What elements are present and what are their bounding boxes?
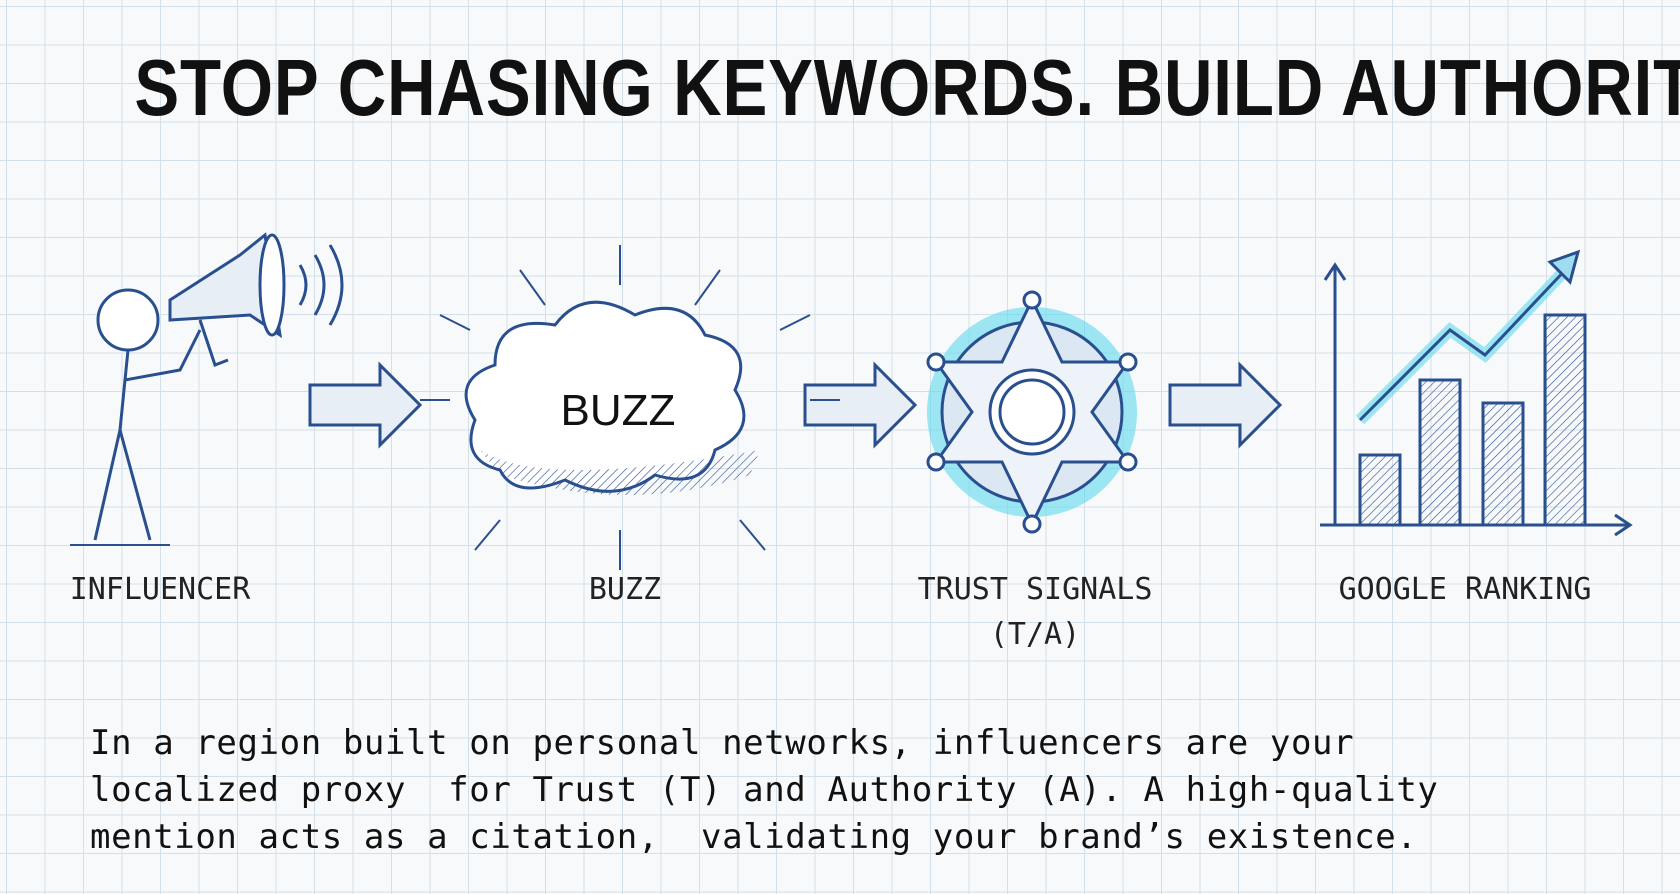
cloud-text: BUZZ: [561, 386, 676, 435]
bar-chart-icon: [1320, 249, 1633, 537]
description-paragraph: In a region built on personal networks, …: [90, 720, 1438, 861]
step-label-influencer: INFLUENCER: [69, 572, 251, 607]
megaphone-person-icon: [70, 232, 344, 546]
paragraph-line: In a region built on personal networks, …: [90, 723, 1355, 763]
step-label-trust-signals: TRUST SIGNALS: [917, 572, 1153, 607]
cloud-icon: [420, 245, 840, 570]
step-label-google-ranking: GOOGLE RANKING: [1338, 572, 1592, 607]
paragraph-line: localized proxy for Trust (T) and Author…: [90, 770, 1439, 810]
step-label-buzz: BUZZ: [588, 572, 662, 607]
headline: STOP CHASING KEYWORDS. BUILD AUTHORITY.: [134, 43, 1680, 132]
paragraph-line: mention acts as a citation, validating y…: [90, 817, 1418, 857]
arrow-icon: [308, 361, 1283, 449]
sheriff-badge-icon: [926, 290, 1138, 534]
step-sublabel-trust-signals: (T/A): [989, 617, 1081, 652]
